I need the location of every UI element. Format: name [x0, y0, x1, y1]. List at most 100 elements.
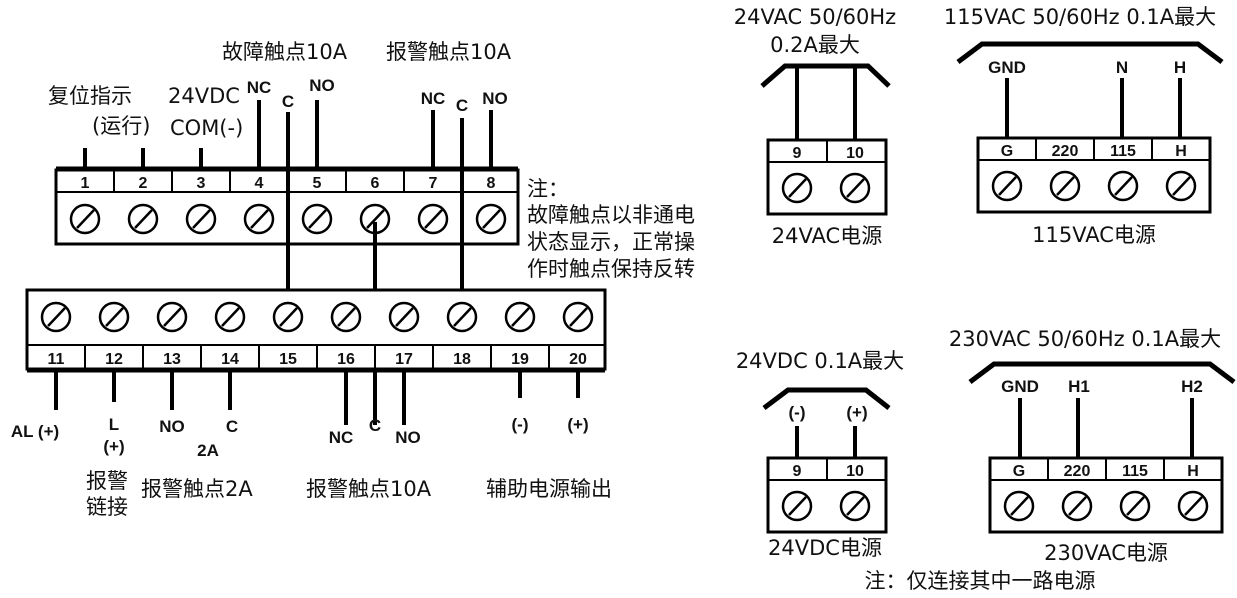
psu-24vac-caption: 24VAC电源: [772, 224, 882, 248]
screw-icon: [1049, 170, 1081, 202]
psu-24vac-title-1: 24VAC 50/60Hz: [734, 5, 896, 29]
pin-label-al: AL (+): [11, 422, 59, 441]
psu-230vac-title: 230VAC 50/60Hz 0.1A最大: [949, 327, 1221, 351]
note-line-3: 作时触点保持反转: [527, 257, 695, 281]
screw-icon: [127, 203, 159, 235]
pin-label-plus: (+): [567, 415, 588, 434]
psu-115vac-caption: 115VAC电源: [1032, 223, 1156, 247]
screw-icon: [214, 301, 246, 333]
screw-icon: [1177, 490, 1209, 522]
terminal-label-h: H: [1187, 463, 1199, 480]
terminal-number-11: 11: [48, 351, 65, 368]
terminal-number-3: 3: [197, 175, 206, 192]
screw-icon: [40, 301, 72, 333]
terminal-label-g: G: [1001, 143, 1013, 160]
screw-icon: [562, 301, 594, 333]
screw-icon: [330, 301, 362, 333]
terminal-label-220: 220: [1064, 463, 1091, 480]
pin-label-l: L: [109, 415, 119, 434]
terminal-label-h: H: [1175, 143, 1187, 160]
psu-24vdc-title: 24VDC 0.1A最大: [736, 349, 904, 373]
terminal-number-13: 13: [163, 351, 181, 368]
terminal-number-19: 19: [511, 351, 529, 368]
psu-24vac-title-2: 0.2A最大: [770, 33, 860, 57]
terminal-number-2: 2: [139, 175, 148, 192]
wire-label-gnd: GND: [1001, 377, 1039, 396]
screw-icon: [417, 203, 449, 235]
wire-label-plus: (+): [846, 403, 867, 422]
alarm-link-label-1: 报警: [86, 469, 128, 493]
terminal-number-1: 1: [81, 175, 90, 192]
screw-icon: [69, 203, 101, 235]
wire-label-h: H: [1174, 58, 1186, 77]
screw-icon: [1003, 490, 1035, 522]
terminal-label-220: 220: [1052, 143, 1079, 160]
screw-icon: [504, 301, 536, 333]
pin-label-c: C: [282, 92, 294, 111]
pin-label-nc: NC: [421, 89, 446, 108]
wire-label-n: N: [1116, 58, 1128, 77]
bottom-block-labels: AL (+) L (+) NO 2A C NC C NO (-) (+) 报警 …: [11, 415, 612, 519]
terminal-number-5: 5: [313, 175, 322, 192]
psu-230vac: 230VAC 50/60Hz 0.1A最大 GND H1 H2 G 220 11…: [949, 327, 1236, 565]
psu-24vdc-caption: 24VDC电源: [768, 536, 882, 560]
pin-label-2a: 2A: [197, 441, 219, 460]
terminal-number-15: 15: [279, 351, 297, 368]
terminal-number-14: 14: [221, 351, 239, 368]
alarm-2a-label: 报警触点2A: [141, 477, 253, 501]
24vdc-label: 24VDC: [168, 84, 240, 108]
terminal-number-20: 20: [569, 351, 587, 368]
screw-icon: [388, 301, 420, 333]
com-label: COM(-): [170, 116, 243, 140]
psu-24vdc: 24VDC 0.1A最大 (-) (+) 9 10 24VDC电源: [736, 349, 904, 560]
alarm-link-label-2: 链接: [86, 495, 128, 519]
pin-label-c: C: [369, 416, 381, 435]
pin-label-no: NO: [482, 89, 508, 108]
pin-label-c: C: [226, 417, 238, 436]
reset-indicator-label: 复位指示: [48, 84, 132, 108]
screw-icon: [156, 301, 188, 333]
terminal-label-g: G: [1013, 463, 1025, 480]
terminal-block-bottom: 11 12 13 14 15 16 17 18 19 20: [25, 288, 607, 425]
note-line-2: 状态显示，正常操: [527, 230, 695, 254]
screw-icon: [839, 490, 871, 522]
pin-label-l-plus: (+): [103, 437, 124, 456]
screw-icon: [1119, 490, 1151, 522]
pin-label-nc: NC: [329, 428, 354, 447]
terminal-number-8: 8: [487, 175, 496, 192]
fault-contact-label: 故障触点10A: [222, 40, 348, 64]
terminal-label-115: 115: [1122, 463, 1148, 480]
terminal-number-10: 10: [846, 145, 864, 162]
terminal-number-10: 10: [846, 463, 864, 480]
terminal-number-18: 18: [453, 351, 471, 368]
wire-label-minus: (-): [789, 403, 806, 422]
terminal-number-12: 12: [105, 351, 123, 368]
interconnect-wires: [286, 112, 464, 425]
aux-power-label: 辅助电源输出: [486, 477, 612, 501]
pin-label-minus: (-): [512, 415, 529, 434]
psu-115vac: 115VAC 50/60Hz 0.1A最大 GND N H G 220 115 …: [944, 5, 1224, 247]
terminal-number-17: 17: [395, 351, 413, 368]
run-label: (运行): [92, 114, 150, 138]
pin-label-no: NO: [159, 417, 185, 436]
terminal-number-16: 16: [337, 351, 355, 368]
screw-icon: [991, 170, 1023, 202]
screw-icon: [272, 301, 304, 333]
psu-230vac-caption: 230VAC电源: [1044, 541, 1168, 565]
footnote: 注：仅连接其中一路电源: [865, 569, 1096, 593]
screw-icon: [98, 301, 130, 333]
psu-24vac: 24VAC 50/60Hz 0.2A最大 9 10 24VAC电源: [734, 5, 896, 248]
note-top: 注： 故障触点以非通电 状态显示，正常操 作时触点保持反转: [527, 177, 695, 281]
wire-label-h1: H1: [1068, 377, 1090, 396]
screw-icon: [301, 203, 333, 235]
terminal-number-4: 4: [255, 175, 264, 192]
screw-icon: [243, 203, 275, 235]
terminal-number-9: 9: [793, 463, 802, 480]
psu-115vac-title: 115VAC 50/60Hz 0.1A最大: [944, 5, 1216, 29]
pin-label-nc: NC: [247, 78, 272, 97]
wire-label-h2: H2: [1181, 377, 1203, 396]
terminal-number-6: 6: [371, 175, 380, 192]
terminal-label-115: 115: [1110, 143, 1136, 160]
